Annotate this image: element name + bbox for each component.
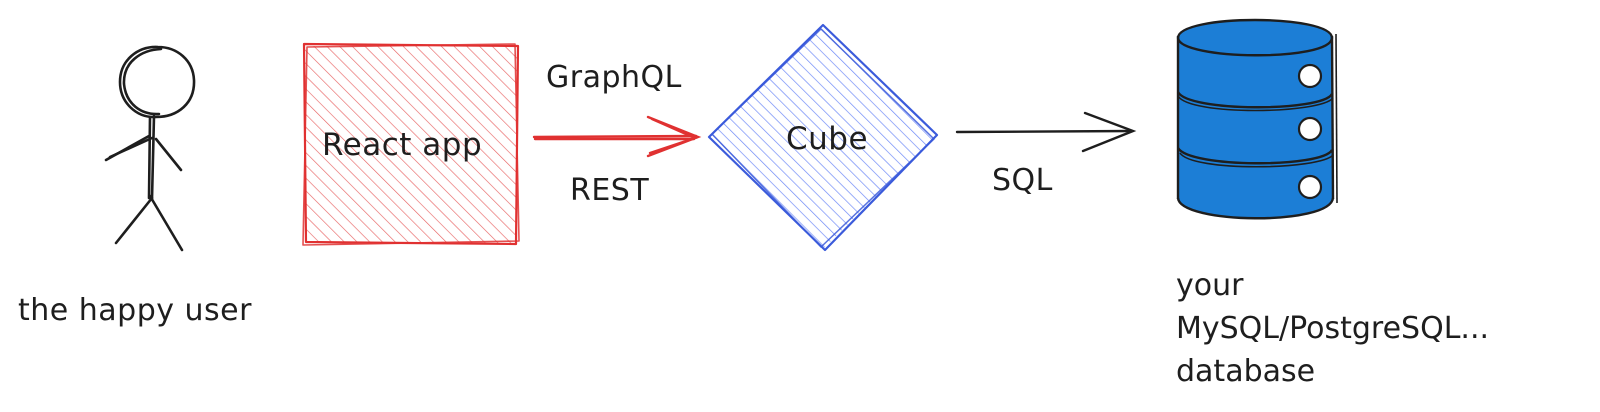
database-label-line-2: MySQL/PostgreSQL... — [1176, 311, 1490, 346]
rest-label: REST — [570, 173, 650, 208]
cube-diamond — [707, 23, 939, 252]
sql-label: SQL — [992, 163, 1053, 198]
react-app-box — [302, 42, 520, 246]
react-app-label: React app — [322, 127, 483, 163]
cube-label: Cube — [786, 121, 869, 157]
react-to-cube-arrow — [532, 115, 702, 158]
database-label-line-1: your — [1176, 268, 1244, 303]
database-label: your MySQL/PostgreSQL... database — [1176, 264, 1489, 393]
cube-to-database-arrow — [955, 111, 1137, 153]
user-stick-figure-icon — [104, 45, 196, 252]
user-label: the happy user — [18, 293, 252, 328]
database-label-line-3: database — [1176, 354, 1316, 389]
database-cylinder-icon — [1176, 18, 1338, 220]
graphql-label: GraphQL — [546, 60, 682, 95]
